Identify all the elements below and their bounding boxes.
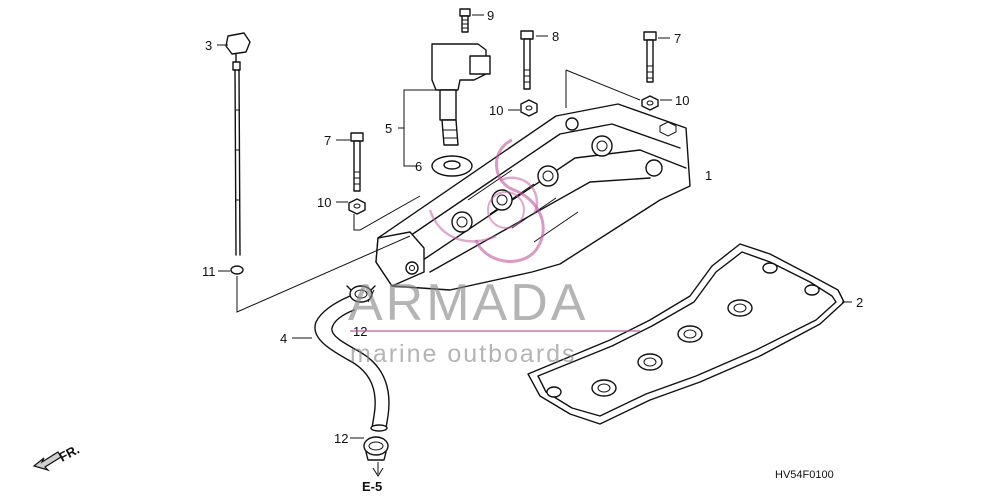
watermark-tagline: marine outboards (350, 340, 577, 368)
callout-3: 3 (205, 38, 212, 53)
callout-10-center: 10 (489, 103, 503, 118)
oring-11 (230, 265, 244, 275)
washer-10-left (348, 198, 366, 215)
hose-clamp-upper (346, 285, 376, 303)
dipstick (225, 32, 251, 256)
bolt-7-left (350, 132, 364, 192)
breather-hose (314, 295, 390, 432)
cylinder-head-cover (375, 103, 691, 291)
front-arrow-icon (32, 451, 62, 472)
front-indicator: FR. (32, 442, 82, 472)
head-cover-gasket (527, 243, 845, 425)
hose-clamp-lower (363, 436, 389, 461)
callout-10-left: 10 (317, 195, 331, 210)
coil-bolt (459, 8, 471, 33)
section-ref-arrow (372, 462, 384, 477)
watermark: ARMADA marine outboards (348, 138, 640, 368)
front-label: FR. (56, 442, 82, 465)
callout-1: 1 (705, 168, 712, 183)
plug-hole-seal (431, 155, 473, 177)
leader-lines (217, 14, 852, 439)
callout-2: 2 (856, 295, 863, 310)
callout-6: 6 (415, 159, 422, 174)
callout-11: 11 (202, 264, 216, 279)
callout-labels: 3 9 8 7 10 10 5 7 6 1 10 11 2 4 12 12 (202, 8, 863, 446)
ignition-coil (431, 43, 491, 146)
bolt-7-right (643, 31, 657, 83)
drawing-code: HV54F0100 (775, 469, 834, 481)
callout-12-lower: 12 (334, 431, 348, 446)
washer-10-center (520, 99, 538, 117)
callout-5: 5 (385, 121, 392, 136)
watermark-brand: ARMADA (348, 274, 588, 332)
section-reference: E-5 (362, 479, 382, 494)
callout-10-right: 10 (675, 93, 689, 108)
washer-10-right (641, 95, 659, 111)
callout-4: 4 (280, 331, 287, 346)
callout-7-right: 7 (674, 31, 681, 46)
callout-9: 9 (487, 8, 494, 23)
watermark-logo-icon (428, 138, 545, 263)
callout-7-left: 7 (324, 133, 331, 148)
callout-8: 8 (552, 29, 559, 44)
bolt-8 (520, 30, 534, 90)
